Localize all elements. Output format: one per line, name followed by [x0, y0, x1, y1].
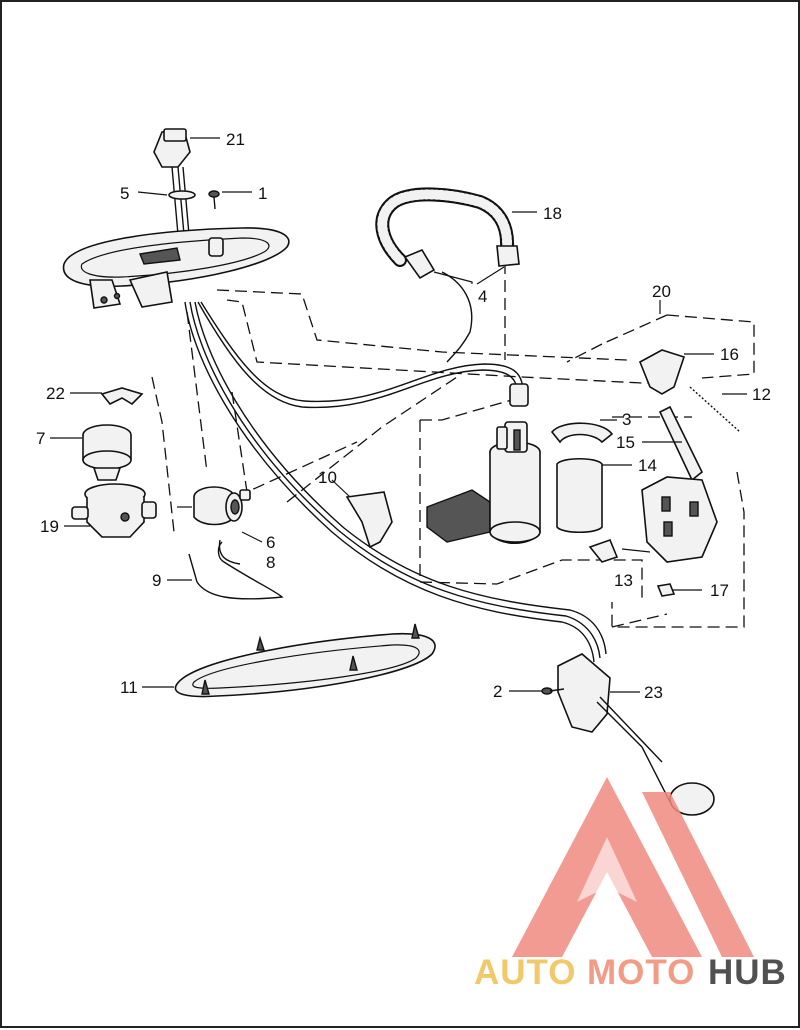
callout-12: 12 — [752, 385, 771, 404]
callout-3: 3 — [622, 410, 631, 429]
callout-14: 14 — [638, 456, 657, 475]
part-14-sleeve — [556, 457, 603, 534]
part-11-gasket — [174, 623, 436, 698]
callout-22: 22 — [46, 384, 65, 403]
callout-19: 19 — [40, 517, 59, 536]
callout-18: 18 — [543, 204, 562, 223]
part-23-level-sender — [557, 653, 715, 816]
leader-lines — [50, 137, 747, 693]
fuel-pump-assembly — [426, 383, 541, 544]
part-7-pressure-regulator — [82, 424, 132, 481]
pump-flange-plate — [62, 227, 290, 309]
part-19-regulator-housing — [71, 483, 157, 538]
callout-17: 17 — [710, 581, 729, 600]
watermark-triangle-mark — [512, 777, 754, 957]
callout-1: 1 — [258, 184, 267, 203]
part-22-clip — [100, 387, 144, 406]
callout-6: 6 — [266, 533, 275, 552]
callout-23: 23 — [644, 683, 663, 702]
callout-10: 10 — [318, 468, 337, 487]
part-5-grommet — [168, 190, 196, 200]
callout-20: 20 — [652, 282, 671, 301]
watermark-word-hub: HUB — [708, 953, 787, 992]
callout-9: 9 — [152, 571, 161, 590]
callout-4: 4 — [478, 287, 487, 306]
callout-numbers: 21 5 1 18 4 20 16 12 3 15 14 13 17 22 7 … — [36, 130, 771, 702]
callout-15: 15 — [616, 433, 635, 452]
callout-11: 11 — [120, 678, 138, 697]
wire-harness — [184, 271, 607, 663]
part-15-float-arm-mount — [641, 405, 718, 563]
part-18-fuel-hose — [375, 187, 520, 280]
automotohub-watermark: AUTO MOTO HUB — [474, 777, 787, 992]
callout-2: 2 — [493, 682, 502, 701]
part-3-strap — [550, 422, 614, 444]
callout-21: 21 — [226, 130, 245, 149]
part-1-screw — [208, 190, 220, 210]
pump-connector — [509, 383, 529, 407]
callout-16: 16 — [720, 345, 739, 364]
part-10-bracket — [345, 491, 393, 549]
part-16-cover — [638, 349, 686, 395]
part-17-nut — [656, 583, 676, 597]
part-12-spring — [689, 386, 741, 433]
part-9-wire-clip — [188, 541, 284, 600]
part-13-retainer — [588, 538, 619, 563]
callout-7: 7 — [36, 429, 45, 448]
callout-5: 5 — [120, 184, 129, 203]
watermark-word-auto: AUTO — [474, 953, 577, 992]
watermark-word-moto: MOTO — [587, 953, 695, 992]
assembly-outlines — [151, 262, 755, 628]
callout-8: 8 — [266, 553, 275, 572]
callout-13: 13 — [614, 571, 633, 590]
part-6-fuel-filter — [177, 486, 251, 526]
